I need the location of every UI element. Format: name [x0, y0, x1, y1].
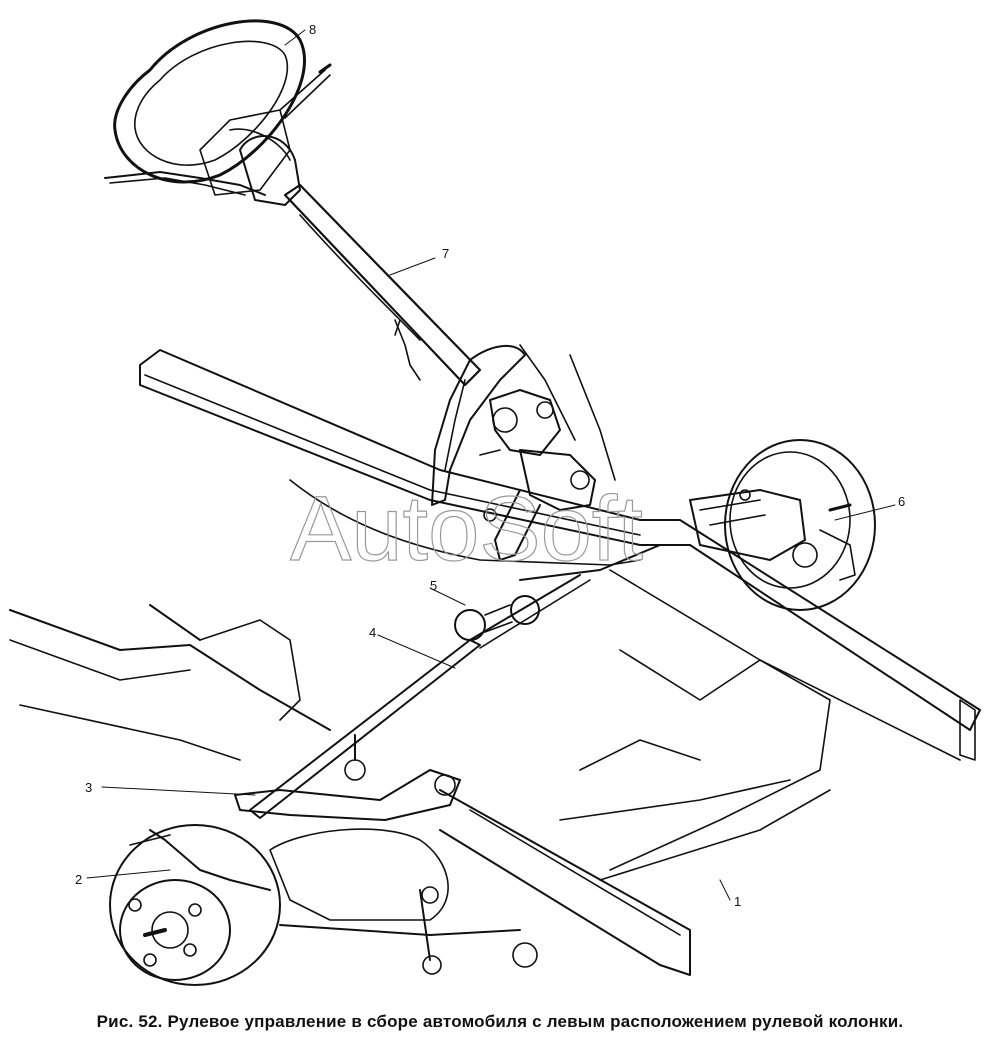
callout-8: 8: [309, 22, 316, 37]
callout-4: 4: [369, 625, 376, 640]
lower-suspension: [149, 604, 538, 975]
upper-control-arm: [234, 734, 461, 821]
callout-5: 5: [430, 578, 437, 593]
left-wheel-assembly: [109, 824, 281, 986]
callout-7: 7: [442, 246, 449, 261]
pitman-arm: [454, 595, 540, 641]
steering-column: [239, 135, 482, 387]
steering-assembly-drawing: AutoSoft 1 2 3 4 5 6 7 8: [9, 19, 981, 986]
callout-6: 6: [898, 494, 905, 509]
frame-rail-lower: [9, 609, 831, 976]
callout-2: 2: [75, 872, 82, 887]
leader-lines: [86, 29, 896, 901]
callout-3: 3: [85, 780, 92, 795]
callout-1: 1: [734, 894, 741, 909]
tie-rod: [249, 544, 661, 819]
right-wheel-assembly: [689, 439, 876, 611]
figure-caption: Рис. 52. Рулевое управление в сборе авто…: [96, 1012, 904, 1031]
watermark-text: AutoSoft: [290, 478, 643, 580]
column-bracket: [431, 344, 616, 506]
